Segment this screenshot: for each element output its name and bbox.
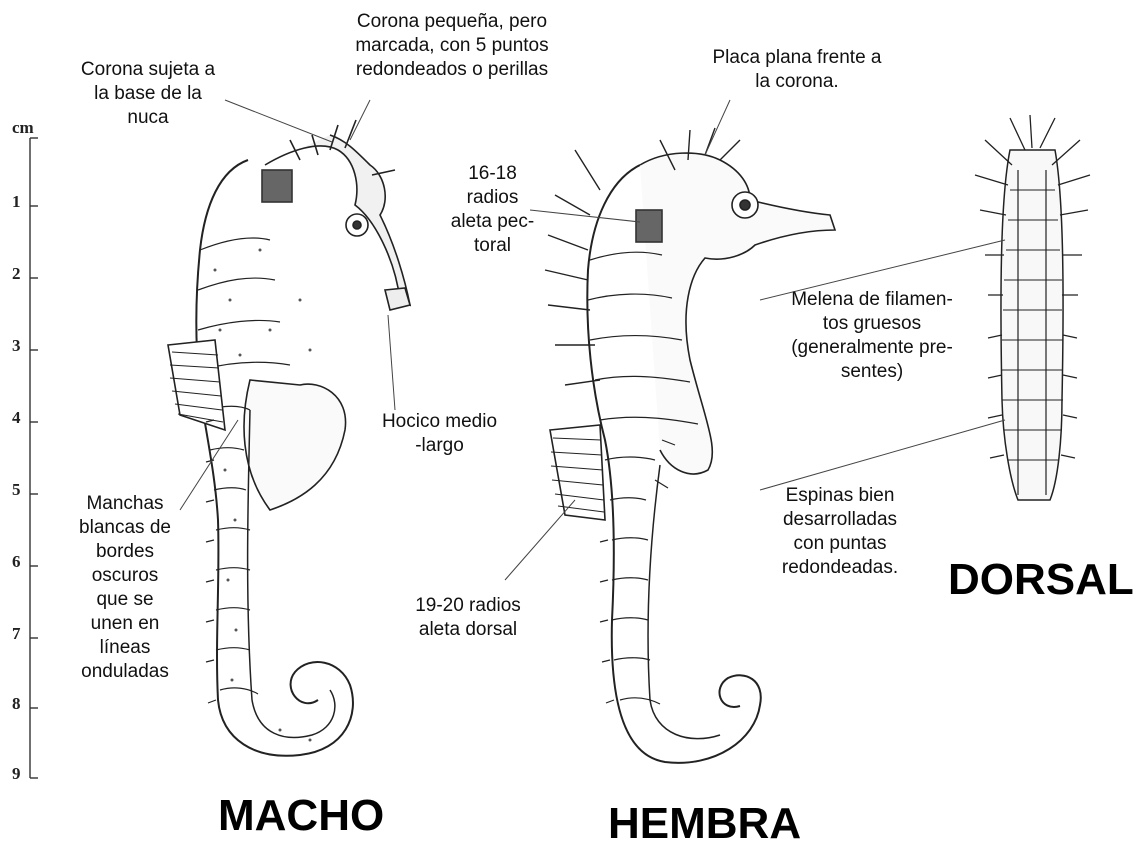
scale-tick-label: 5 (12, 480, 21, 500)
scale-tick-label: 4 (12, 408, 21, 428)
scale-tick-label: 1 (12, 192, 21, 212)
cm-scale-bar (30, 138, 38, 778)
dorsal-view-drawing (975, 115, 1090, 500)
scale-tick-label: 9 (12, 764, 21, 784)
label-placa-plana: Placa plana frente a la corona. (672, 46, 922, 94)
scale-unit-label: cm (12, 118, 34, 138)
title-dorsal: DORSAL (948, 556, 1133, 604)
label-radios-dorsal: 19-20 radios aleta dorsal (378, 594, 558, 642)
label-corona-pequena: Corona pequeña, pero marcada, con 5 punt… (312, 10, 592, 82)
label-corona-sujeta: Corona sujeta a la base de la nuca (48, 58, 248, 130)
label-hocico: Hocico medio -largo (352, 410, 527, 458)
scale-tick-label: 7 (12, 624, 21, 644)
label-espinas: Espinas bien desarrolladas con puntas re… (740, 484, 940, 580)
scale-tick-label: 6 (12, 552, 21, 572)
scale-tick-label: 8 (12, 694, 21, 714)
scale-tick-label: 2 (12, 264, 21, 284)
scale-tick-label: 3 (12, 336, 21, 356)
label-radios-pectoral: 16-18 radios aleta pec- toral (425, 162, 560, 258)
label-melena: Melena de filamen- tos gruesos (generalm… (752, 288, 992, 384)
title-macho: MACHO (218, 792, 384, 840)
label-manchas: Manchas blancas de bordes oscuros que se… (50, 492, 200, 684)
female-seahorse-drawing (545, 128, 835, 763)
